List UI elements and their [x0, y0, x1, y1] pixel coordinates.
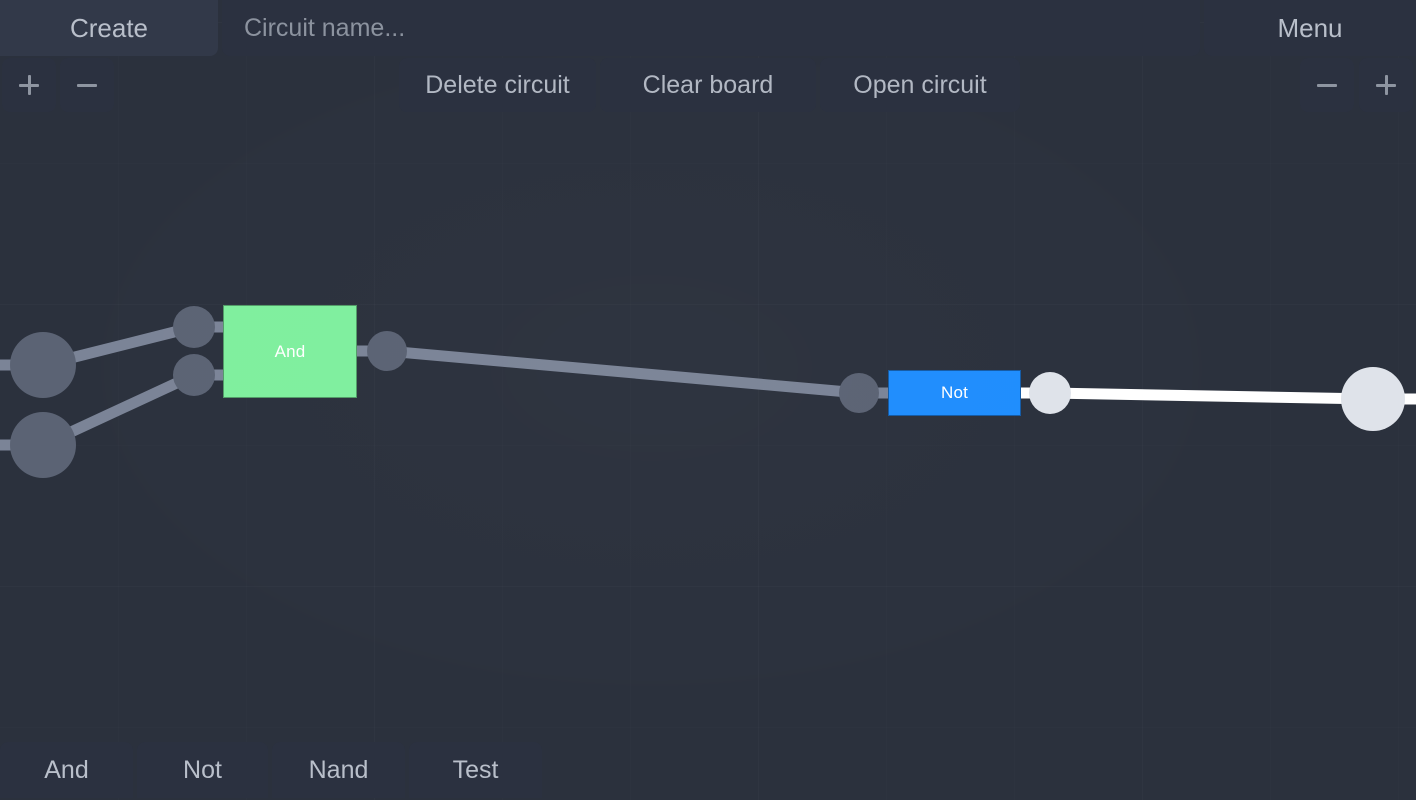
and-gate[interactable]: And [223, 305, 357, 398]
and-output-port[interactable] [367, 331, 407, 371]
input-node-b[interactable] [10, 412, 76, 478]
not-output-port[interactable] [1029, 372, 1071, 414]
palette-button-and[interactable]: And [0, 742, 133, 798]
create-button[interactable]: Create [0, 0, 218, 56]
palette-button-test[interactable]: Test [409, 742, 542, 798]
minus-icon [1317, 83, 1337, 87]
not-gate[interactable]: Not [888, 370, 1021, 416]
and-input-port-1[interactable] [173, 306, 215, 348]
zoom-in-right-button[interactable] [1359, 58, 1413, 112]
zoom-in-left-button[interactable] [2, 58, 56, 112]
input-node-a[interactable] [10, 332, 76, 398]
wire-and-to-not[interactable] [386, 345, 860, 399]
menu-button[interactable]: Menu [1204, 0, 1416, 56]
circuit-name-input[interactable] [222, 0, 1200, 56]
plus-icon-vertical-bar [27, 75, 31, 95]
and-input-port-2[interactable] [173, 354, 215, 396]
minus-icon [77, 83, 97, 87]
zoom-out-right-button[interactable] [1300, 58, 1354, 112]
palette-button-nand[interactable]: Nand [272, 742, 405, 798]
not-input-port[interactable] [839, 373, 879, 413]
plus-icon-vertical-bar [1384, 75, 1388, 95]
zoom-out-left-button[interactable] [60, 58, 114, 112]
open-circuit-button[interactable]: Open circuit [820, 58, 1020, 112]
delete-circuit-button[interactable]: Delete circuit [399, 58, 596, 112]
secondary-toolbar: Delete circuit Clear board Open circuit [0, 58, 1416, 112]
palette-button-not[interactable]: Not [137, 742, 268, 798]
top-toolbar: Create Menu [0, 0, 1416, 56]
output-node[interactable] [1341, 367, 1405, 431]
wire-not-to-output[interactable] [1049, 387, 1374, 405]
clear-board-button[interactable]: Clear board [600, 58, 816, 112]
